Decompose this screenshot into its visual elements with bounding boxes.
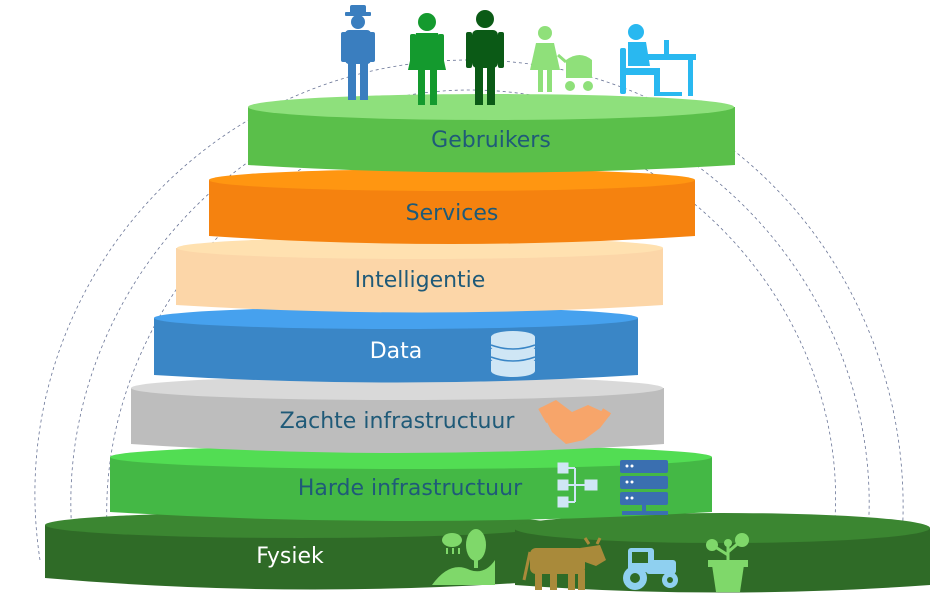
flower-pot-icon bbox=[706, 533, 749, 592]
layer-harde-label: Harde infrastructuur bbox=[298, 476, 523, 501]
layer-harde-infrastructuur: Harde infrastructuur bbox=[110, 445, 712, 521]
layer-intelligentie-label: Intelligentie bbox=[355, 268, 486, 293]
layer-services: Services bbox=[209, 169, 695, 244]
layer-data-label: Data bbox=[370, 339, 423, 364]
layer-gebruikers: Gebruikers bbox=[248, 94, 735, 173]
hierarchy-icon bbox=[557, 462, 598, 508]
layer-zachte-label: Zachte infrastructuur bbox=[280, 409, 516, 434]
layer-fysiek-body bbox=[45, 525, 560, 590]
layer-services-label: Services bbox=[406, 201, 499, 226]
layer-fysiek-label: Fysiek bbox=[256, 544, 324, 569]
landscape-icon bbox=[432, 529, 495, 585]
layer-gebruikers-label: Gebruikers bbox=[431, 128, 551, 153]
cow-icon bbox=[522, 537, 606, 590]
users-group bbox=[341, 5, 696, 105]
database-icon bbox=[490, 331, 536, 377]
man-icon bbox=[466, 10, 504, 105]
layer-fysiek: Fysiek bbox=[45, 512, 930, 593]
layer-zachte-infrastructuur: Zachte infrastructuur bbox=[131, 376, 664, 453]
handshake-icon bbox=[538, 400, 612, 444]
layer-intelligentie: Intelligentie bbox=[176, 237, 663, 313]
farmer-icon bbox=[341, 5, 375, 100]
layer-data: Data bbox=[154, 307, 638, 383]
tractor-icon bbox=[623, 548, 678, 590]
woman-icon bbox=[408, 13, 446, 105]
person-at-desk-icon bbox=[620, 24, 696, 96]
parent-with-stroller-icon bbox=[530, 26, 593, 92]
server-rack-icon bbox=[620, 460, 668, 515]
layer-fysiek-right-top bbox=[514, 513, 930, 543]
